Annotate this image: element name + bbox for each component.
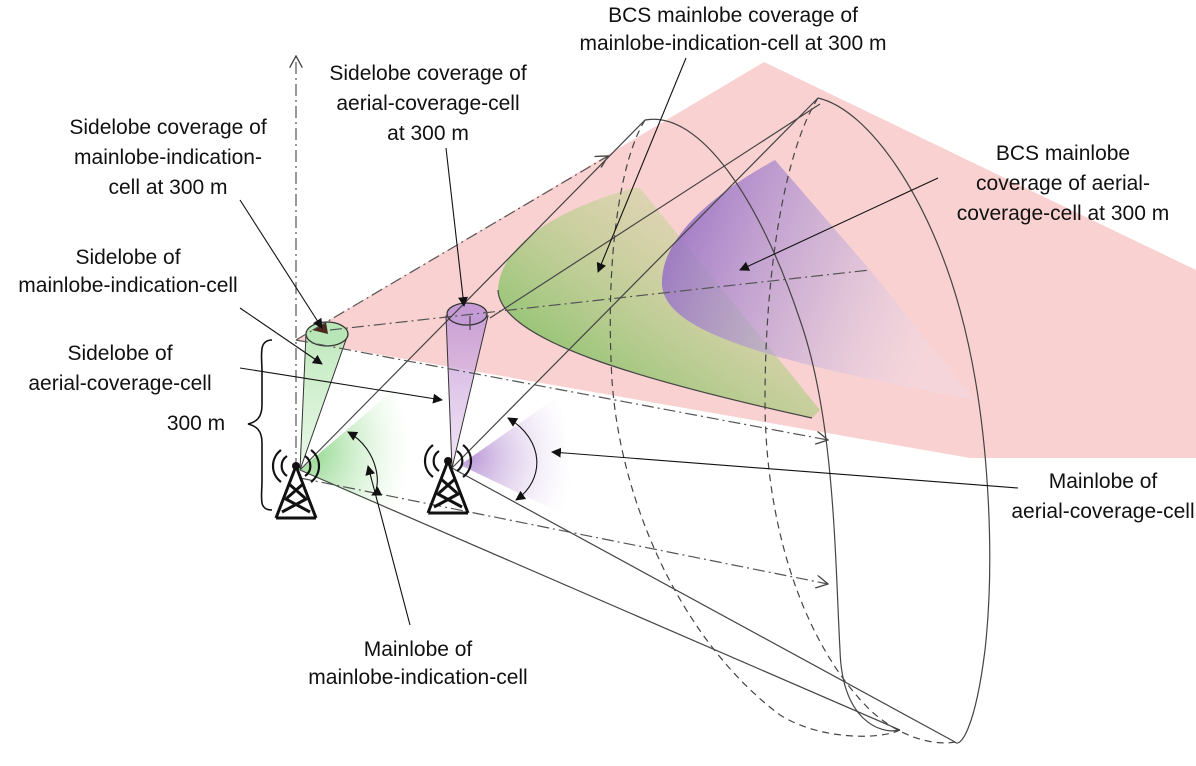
label-bcs-mainlobe-acc-1: BCS mainlobe <box>996 142 1130 165</box>
label-bcs-mainlobe-mi-1: BCS mainlobe coverage of <box>608 4 858 27</box>
label-mainlobe-mi-1: Mainlobe of <box>364 638 473 661</box>
label-sidelobe-cov-acc-3: at 300 m <box>387 122 469 145</box>
label-bcs-mainlobe-acc-2: coverage of aerial- <box>976 172 1150 195</box>
mainlobe-aerial-coverage-cell <box>460 395 575 520</box>
label-mainlobe-acc-1: Mainlobe of <box>1049 470 1158 493</box>
sidelobe-ellipse-green <box>305 321 349 347</box>
bcs-mainlobe-coverage-mainlobe-indication-cell <box>498 188 820 418</box>
label-mainlobe-mi-2: mainlobe-indication-cell <box>308 666 527 689</box>
label-sidelobe-cov-acc-2: aerial-coverage-cell <box>336 92 519 115</box>
label-mainlobe-acc-2: aerial-coverage-cell <box>1011 500 1194 523</box>
label-sidelobe-cov-acc-1: Sidelobe coverage of <box>329 62 526 85</box>
label-height: 300 m <box>167 412 225 435</box>
label-sidelobe-cov-mi-1: Sidelobe coverage of <box>69 116 266 139</box>
label-sidelobe-acc-2: aerial-coverage-cell <box>28 372 211 395</box>
label-sidelobe-cov-mi-2: mainlobe-indication- <box>74 146 262 169</box>
label-sidelobe-cov-mi-3: cell at 300 m <box>108 176 227 199</box>
bcs-mainlobe-coverage-aerial-coverage-cell <box>661 160 975 400</box>
label-sidelobe-acc-1: Sidelobe of <box>67 342 172 365</box>
label-sidelobe-mi-1: Sidelobe of <box>75 246 180 269</box>
cell-tower-icon <box>271 449 321 520</box>
sidelobe-cone-aerial-coverage-cell <box>445 315 489 469</box>
label-bcs-mainlobe-mi-2: mainlobe-indication-cell at 300 m <box>580 32 887 55</box>
cone-base-front <box>644 118 901 732</box>
label-bcs-mainlobe-acc-3: coverage-cell at 300 m <box>957 202 1169 225</box>
height-brace <box>247 339 273 511</box>
cell-tower-icon <box>423 444 473 515</box>
cone-base-back <box>817 97 991 744</box>
label-sidelobe-mi-2: mainlobe-indication-cell <box>18 274 237 297</box>
